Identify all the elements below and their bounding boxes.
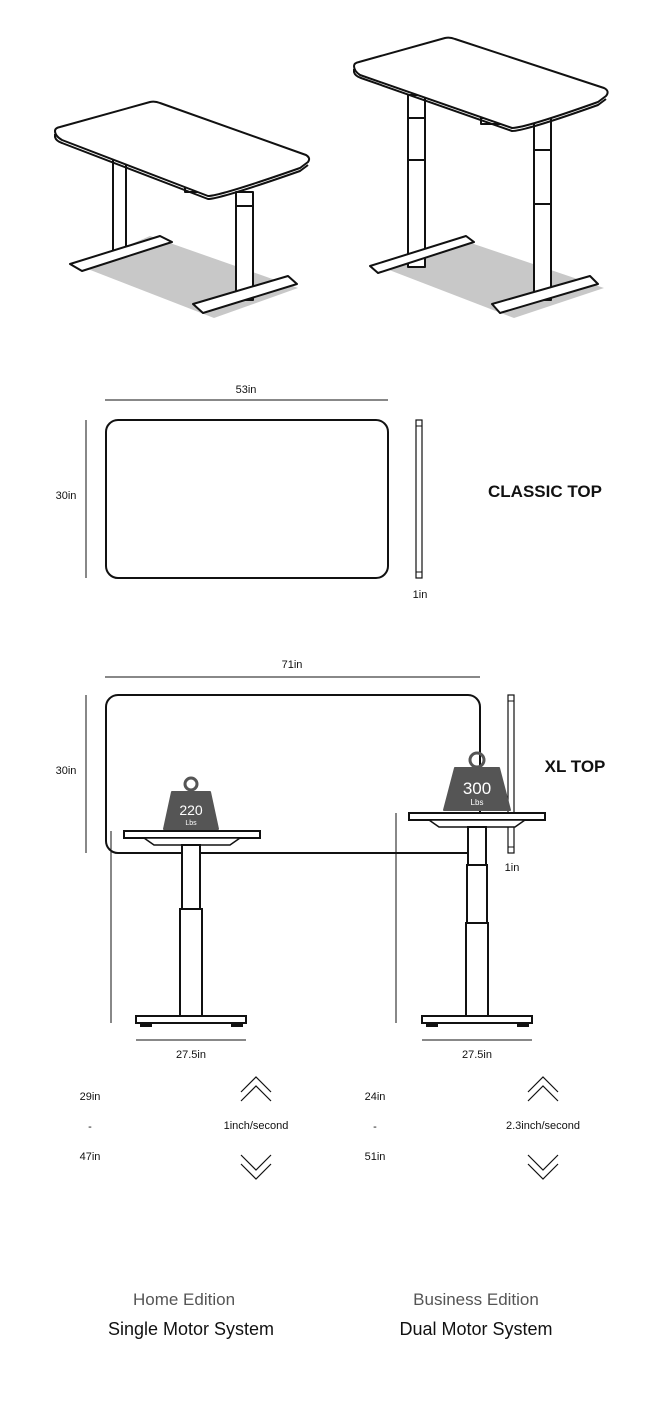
home-height-max: 47in xyxy=(80,1151,101,1163)
classic-top-outline xyxy=(105,419,389,579)
home-edition-title: Home Edition xyxy=(133,1290,235,1309)
business-motor-system: Dual Motor System xyxy=(399,1319,552,1339)
xl-top-depth-label: 30in xyxy=(56,765,77,777)
classic-top-title: CLASSIC TOP xyxy=(488,482,602,501)
xl-top-outline xyxy=(105,694,481,854)
home-edition-diagram: 220 Lbs 29in - 47in 27.5in 1inch/second xyxy=(80,776,289,1339)
xl-top-diagram: 71in 30in 1in XL TOP xyxy=(56,659,606,874)
business-weight-value: 300 xyxy=(463,779,491,798)
chevron-down-icon xyxy=(527,1154,559,1180)
business-weight-unit: Lbs xyxy=(471,798,484,807)
xl-top-title: XL TOP xyxy=(545,757,606,776)
business-base-width: 27.5in xyxy=(462,1049,492,1061)
chevron-up-icon xyxy=(527,1076,559,1102)
business-edition-diagram: 300 Lbs 24in - 51in 27.5in 2.3inch/secon… xyxy=(365,751,580,1339)
classic-top-width-label: 53in xyxy=(236,384,257,396)
home-weight-value: 220 xyxy=(179,802,203,818)
single-motor-desk-icon xyxy=(54,100,311,318)
home-height-min: 29in xyxy=(80,1091,101,1103)
dual-motor-desk-icon xyxy=(353,36,609,318)
xl-top-thickness-label: 1in xyxy=(505,862,520,874)
weight-icon: 300 Lbs xyxy=(443,751,511,811)
classic-top-diagram: 53in 30in 1in CLASSIC TOP xyxy=(56,384,602,601)
home-speed: 1inch/second xyxy=(224,1120,289,1132)
business-edition-title: Business Edition xyxy=(413,1290,539,1309)
chevron-up-icon xyxy=(240,1076,272,1102)
classic-top-thickness xyxy=(415,419,423,579)
home-motor-system: Single Motor System xyxy=(108,1319,274,1339)
home-height-separator: - xyxy=(88,1121,92,1133)
weight-icon: 220 Lbs xyxy=(163,776,219,830)
business-height-max: 51in xyxy=(365,1151,386,1163)
classic-top-depth-label: 30in xyxy=(56,490,77,502)
home-base-width: 27.5in xyxy=(176,1049,206,1061)
classic-top-thickness-label: 1in xyxy=(413,589,428,601)
xl-top-width-label: 71in xyxy=(282,659,303,671)
home-weight-unit: Lbs xyxy=(185,820,197,827)
xl-top-thickness xyxy=(507,694,515,854)
business-height-min: 24in xyxy=(365,1091,386,1103)
business-speed: 2.3inch/second xyxy=(506,1120,580,1132)
chevron-down-icon xyxy=(240,1154,272,1180)
business-height-separator: - xyxy=(373,1121,377,1133)
